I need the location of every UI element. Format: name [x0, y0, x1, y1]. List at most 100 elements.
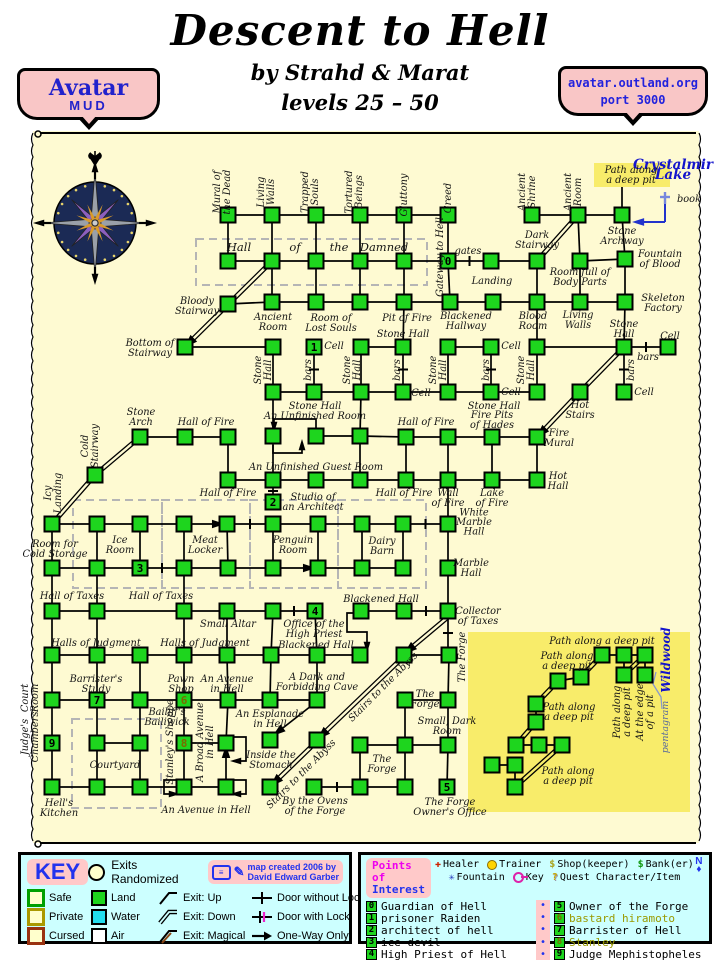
map-room — [395, 293, 413, 311]
map-label: Cell — [501, 341, 521, 352]
poi-number-3: 3 — [366, 937, 377, 949]
map-room — [659, 338, 677, 356]
down-icon — [158, 909, 177, 924]
byline: by Strahd & Marat — [250, 60, 470, 85]
map-room — [482, 252, 500, 270]
room-number: 1 — [311, 341, 318, 354]
map-room — [261, 691, 279, 709]
map-right-edge — [698, 132, 702, 842]
map-room — [307, 206, 325, 224]
map-label: AncientShrine — [517, 173, 538, 212]
map-room — [528, 383, 546, 401]
map-label: Blackened Hall — [342, 594, 419, 605]
map-label: Path along a deep pit — [548, 636, 655, 647]
map-label: StoneHall — [342, 355, 363, 384]
frame-curl — [34, 840, 42, 848]
map-room — [439, 515, 457, 533]
poi-icon-shop-keeper-: $Shop(keeper) — [549, 859, 630, 870]
map-room-numbered — [264, 493, 282, 511]
map-room — [439, 338, 457, 356]
map-room-numbered — [88, 691, 106, 709]
map-room — [175, 515, 193, 533]
map-room — [396, 778, 414, 796]
map-label: Courtyard — [90, 760, 141, 771]
poi-number-0: 0 — [366, 900, 377, 912]
map-room — [395, 206, 413, 224]
poi-icon-bank-er-: $Bank(er) — [637, 859, 694, 870]
one-way-arrowhead — [168, 790, 180, 798]
map-room — [528, 471, 546, 489]
map-label: An Unfinished Guest Room — [248, 462, 383, 473]
map-room — [261, 731, 279, 749]
map-room — [86, 466, 104, 484]
map-room — [439, 559, 457, 577]
map-room — [395, 602, 413, 620]
map-room — [131, 515, 149, 533]
map-room — [530, 736, 548, 754]
map-room — [219, 252, 237, 270]
map-room — [263, 293, 281, 311]
map-room — [528, 338, 546, 356]
map-room — [507, 736, 525, 754]
map-label: bars — [392, 359, 403, 381]
map-room — [88, 559, 106, 577]
map-room — [616, 250, 634, 268]
shop-icon: $ — [549, 859, 556, 870]
map-label: Halls of Judgment — [50, 638, 141, 649]
key-item-door-with-lock: Door with Lock — [251, 907, 365, 926]
key-item-exit-up: Exit: Up — [157, 888, 249, 907]
map-room — [131, 646, 149, 664]
map-room — [264, 427, 282, 445]
one-way-arrowhead — [33, 219, 45, 227]
lockdoor-icon — [252, 910, 272, 923]
map-room — [175, 559, 193, 577]
map-room — [131, 734, 149, 752]
one-way-arrowhead — [632, 218, 645, 226]
map-label: Wildwood — [659, 627, 673, 693]
mud-name: Avatar — [48, 75, 129, 101]
map-label: Hall — [226, 240, 252, 254]
room-number: 3 — [137, 562, 144, 575]
map-room — [439, 383, 457, 401]
one-way-arrowhead — [298, 439, 306, 451]
map-room — [264, 338, 282, 356]
key-item-cursed: Cursed — [27, 926, 89, 945]
map-room — [218, 515, 236, 533]
map-label: Small Altar — [200, 619, 257, 630]
map-label: Hall of Fire — [177, 417, 235, 428]
map-label: StoneHall — [253, 355, 274, 384]
map-room — [309, 559, 327, 577]
map-room — [395, 646, 413, 664]
map-label: bars — [626, 359, 637, 381]
poi-number-7: 7 — [554, 924, 565, 936]
map-room — [527, 695, 545, 713]
map-room — [571, 252, 589, 270]
map-room — [219, 559, 237, 577]
map-room — [88, 734, 106, 752]
map-room — [351, 736, 369, 754]
map-label: Stone Hall — [468, 401, 520, 412]
map-room — [43, 691, 61, 709]
poi-dots: ••••• — [536, 900, 550, 960]
